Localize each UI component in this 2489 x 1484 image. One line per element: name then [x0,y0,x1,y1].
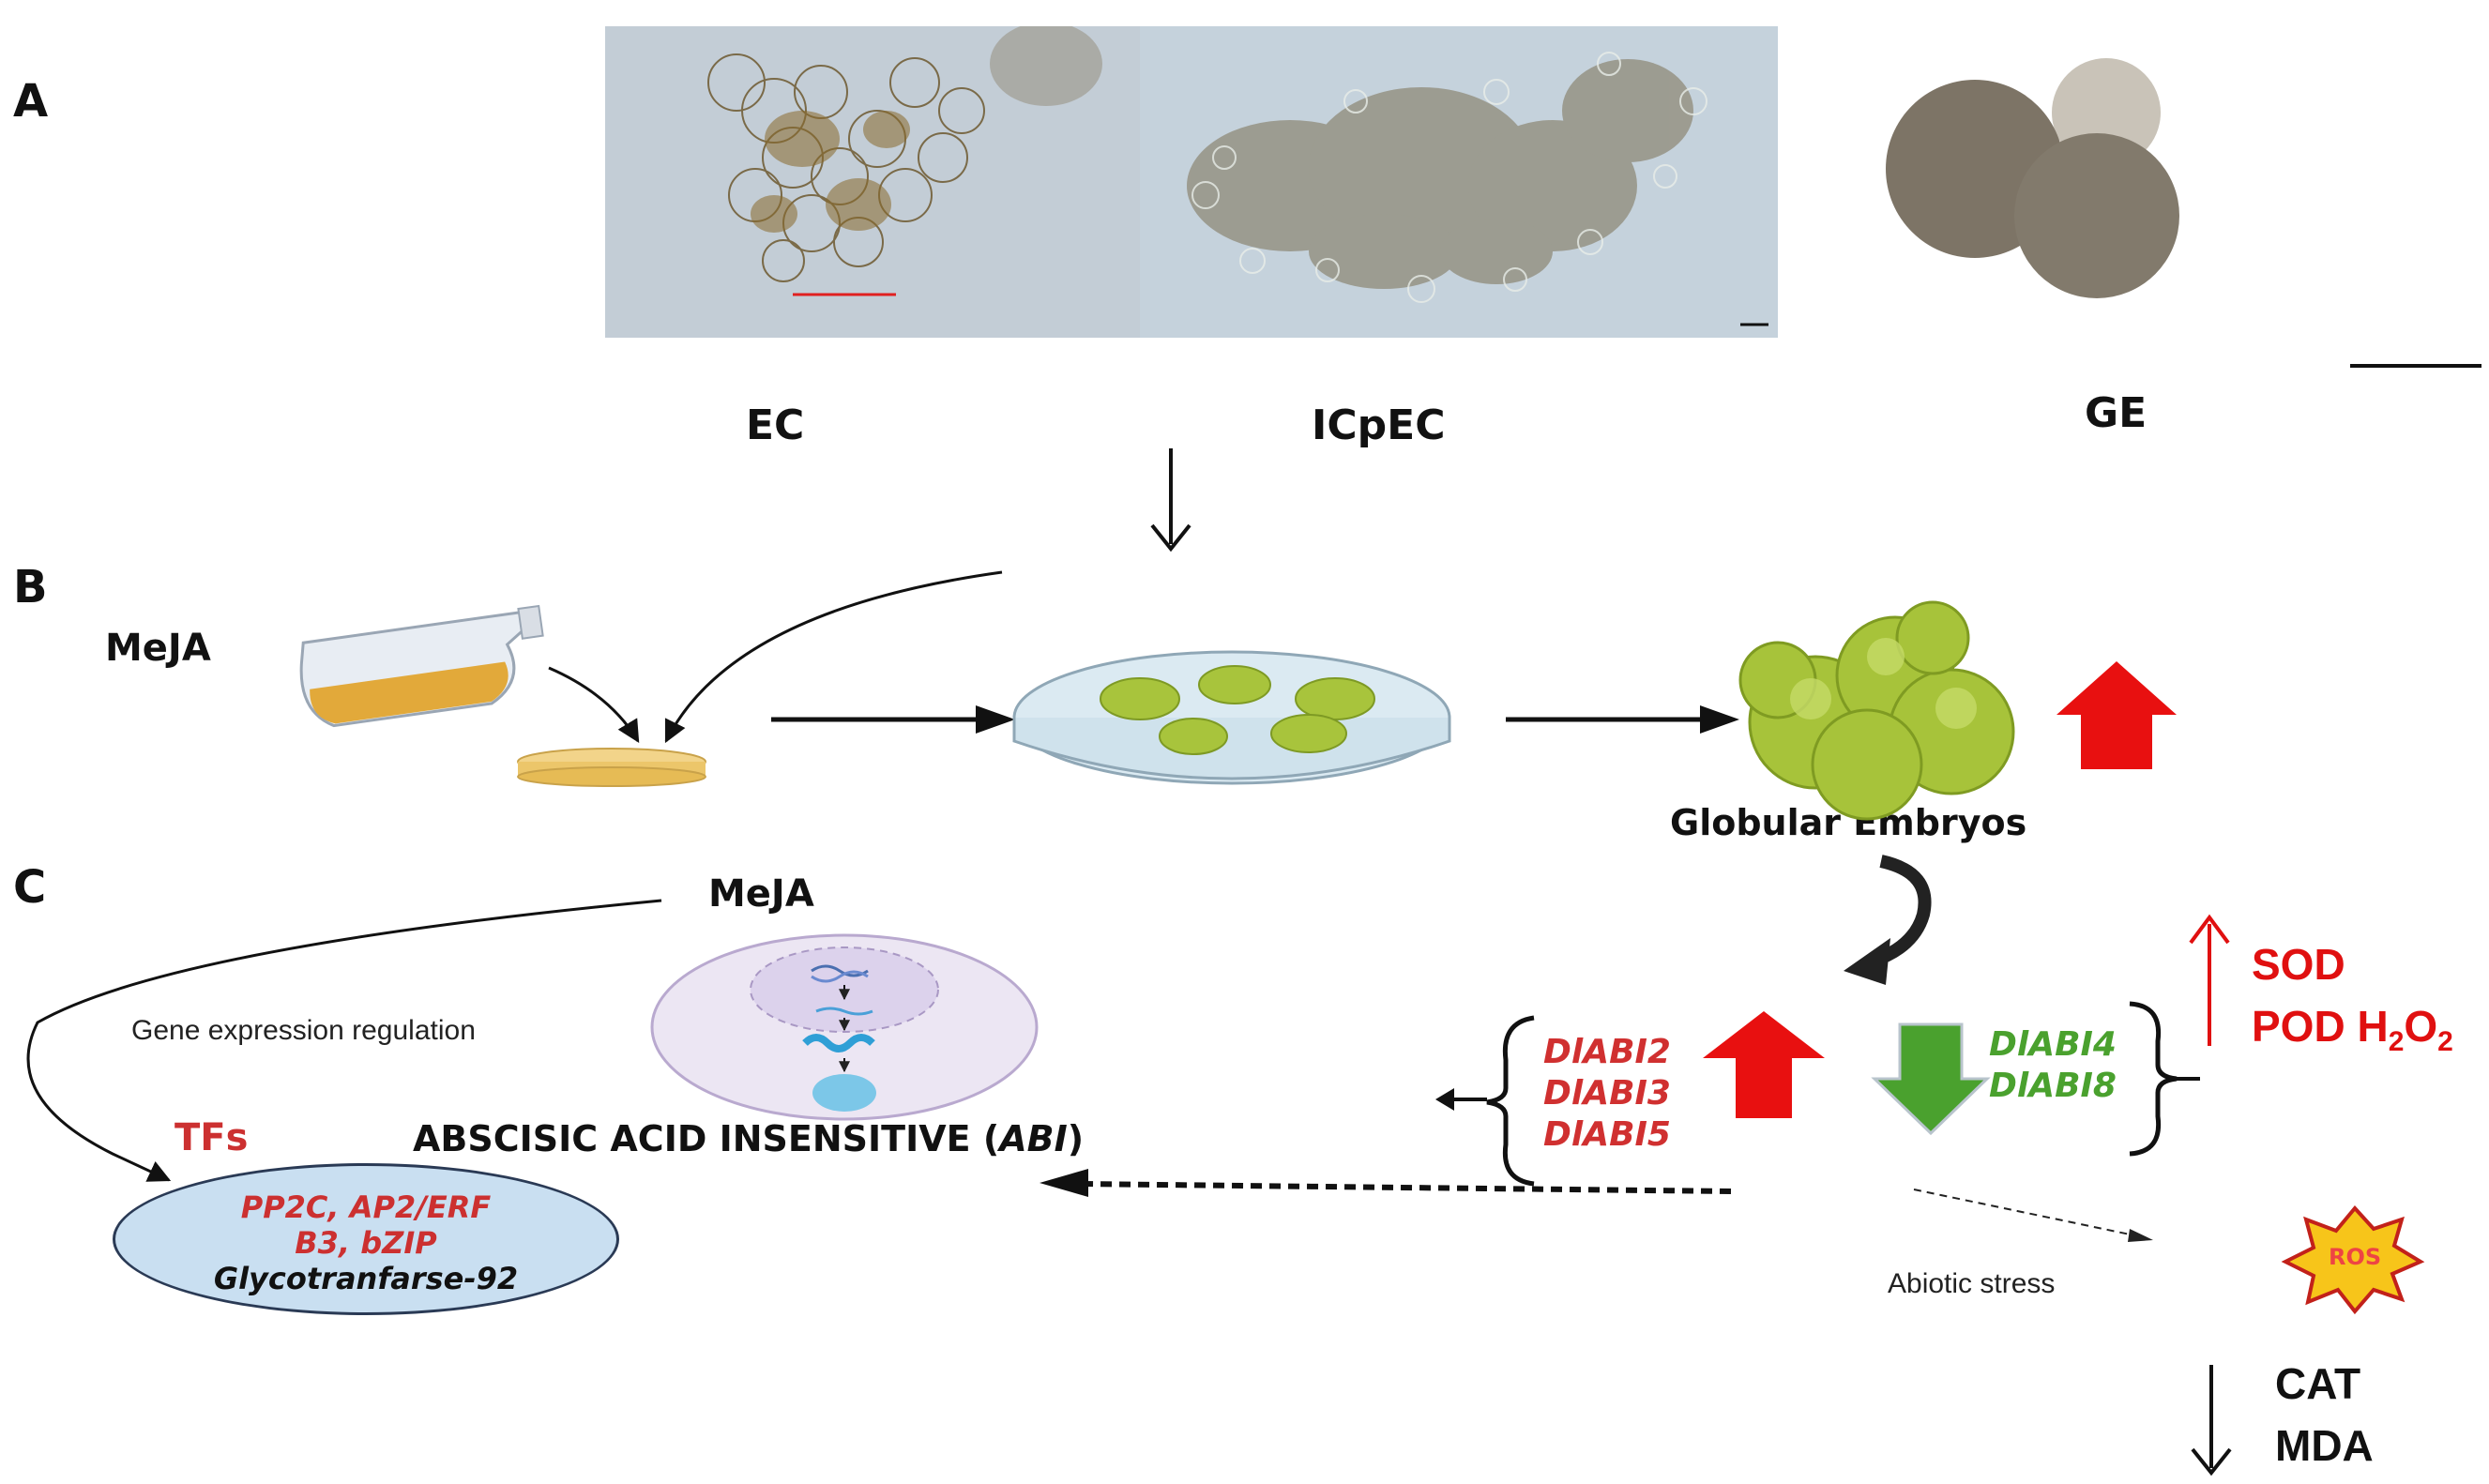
meja-label-b: MeJA [105,627,211,670]
micrograph-ec [605,26,1140,338]
abi-title-suffix: ) [1067,1118,1085,1159]
panel-label-a: A [13,75,49,128]
arrow-culture-to-embryos [1506,705,1739,734]
label-ge: GE [2085,389,2148,437]
panel-label-c: C [13,861,47,914]
tf-line-3: Glycotranfarse-92 [213,1261,519,1296]
pod-h-text: POD H [2252,1002,2389,1051]
upregulated-genes-arrow [1703,1011,1825,1118]
tf-text-block: PP2C, AP2/ERF B3, bZIP Glycotranfarse-92 [113,1189,619,1296]
mda-label: MDA [2275,1421,2374,1470]
abi-title-prefix: ABSCISIC ACID INSENSITIVE ( [413,1118,1000,1159]
callus-pieces [1100,665,1375,755]
ros-label: ROS [2329,1244,2382,1270]
pod-h2o2-label: POD H2O2 [2252,995,2453,1073]
ge-cells-drawing [1886,58,2481,368]
tf-line-2: B3, bZIP [295,1225,437,1261]
abi-title: ABSCISIC ACID INSENSITIVE (ABI) [413,1118,1084,1159]
downregulated-genes-arrow [1871,1022,1991,1136]
sod-pod-block: SOD POD H2O2 [2252,933,2453,1073]
gene-dlabi3: DlABI3 [1543,1074,1671,1113]
up-genes-list: DlABI2 DlABI3 DlABI5 [1543,1032,1671,1156]
down-genes-list: DlABI4 DlABI8 [1989,1024,2117,1107]
right-brace [2129,1001,2178,1157]
sod-increase-arrow [2189,914,2230,1046]
small-petri-dish-icon [517,748,706,787]
cat-mda-block: CAT MDA [2275,1353,2374,1476]
globular-embryo-icon [1738,600,2015,821]
dotted-arrow-to-abi [1040,1169,1732,1197]
cell-nucleus-icon [650,933,1039,1121]
gene-dlabi5: DlABI5 [1543,1115,1671,1154]
h2o2-sub-1: 2 [2388,1026,2405,1058]
abiotic-stress-label: Abiotic stress [1888,1268,2056,1299]
meja-to-tfs-arrow [26,899,662,1182]
label-ec: EC [746,401,805,449]
flask-to-dish-arrow [548,666,640,744]
gene-dlabi4: DlABI4 [1989,1025,2117,1064]
panel-label-b: B [13,561,48,613]
micrograph-icpec [1140,26,1778,338]
arrow-a-to-b [1150,448,1191,553]
tfs-label: TFs [175,1116,249,1159]
ros-starburst-icon [2281,1204,2425,1315]
micrograph-ge [1853,56,2489,375]
ec-cells-drawing [707,26,1102,296]
flask-icon [299,604,544,728]
icpec-to-dish-arrow [664,570,1003,744]
abi-title-italic: ABI [999,1118,1068,1159]
curved-arrow-embryos-to-c [1844,855,1932,985]
icpec-cells-drawing [1187,52,1768,326]
left-brace [1486,1015,1535,1187]
large-petri-dish-icon [1012,650,1451,785]
h2o2-o-text: O [2404,1002,2438,1051]
gene-dlabi8: DlABI8 [1989,1067,2117,1105]
h2o2-sub-2: 2 [2437,1026,2453,1058]
cat-mda-decrease-arrow [2191,1365,2232,1476]
tf-ellipse [113,1163,619,1315]
label-icpec: ICpEC [1312,401,1446,449]
gene-dlabi2: DlABI2 [1543,1033,1671,1071]
brace-left-arrow [1435,1088,1487,1111]
cat-label: CAT [2275,1359,2361,1408]
sod-label: SOD [2252,940,2345,989]
increase-arrow-globular [2056,661,2177,769]
tf-line-1: PP2C, AP2/ERF [240,1189,492,1225]
dashed-arrow-to-ros [1913,1189,2153,1242]
arrow-dish-to-culture [771,705,1015,734]
gene-expression-label: Gene expression regulation [131,1015,476,1046]
meja-label-c: MeJA [708,872,814,916]
